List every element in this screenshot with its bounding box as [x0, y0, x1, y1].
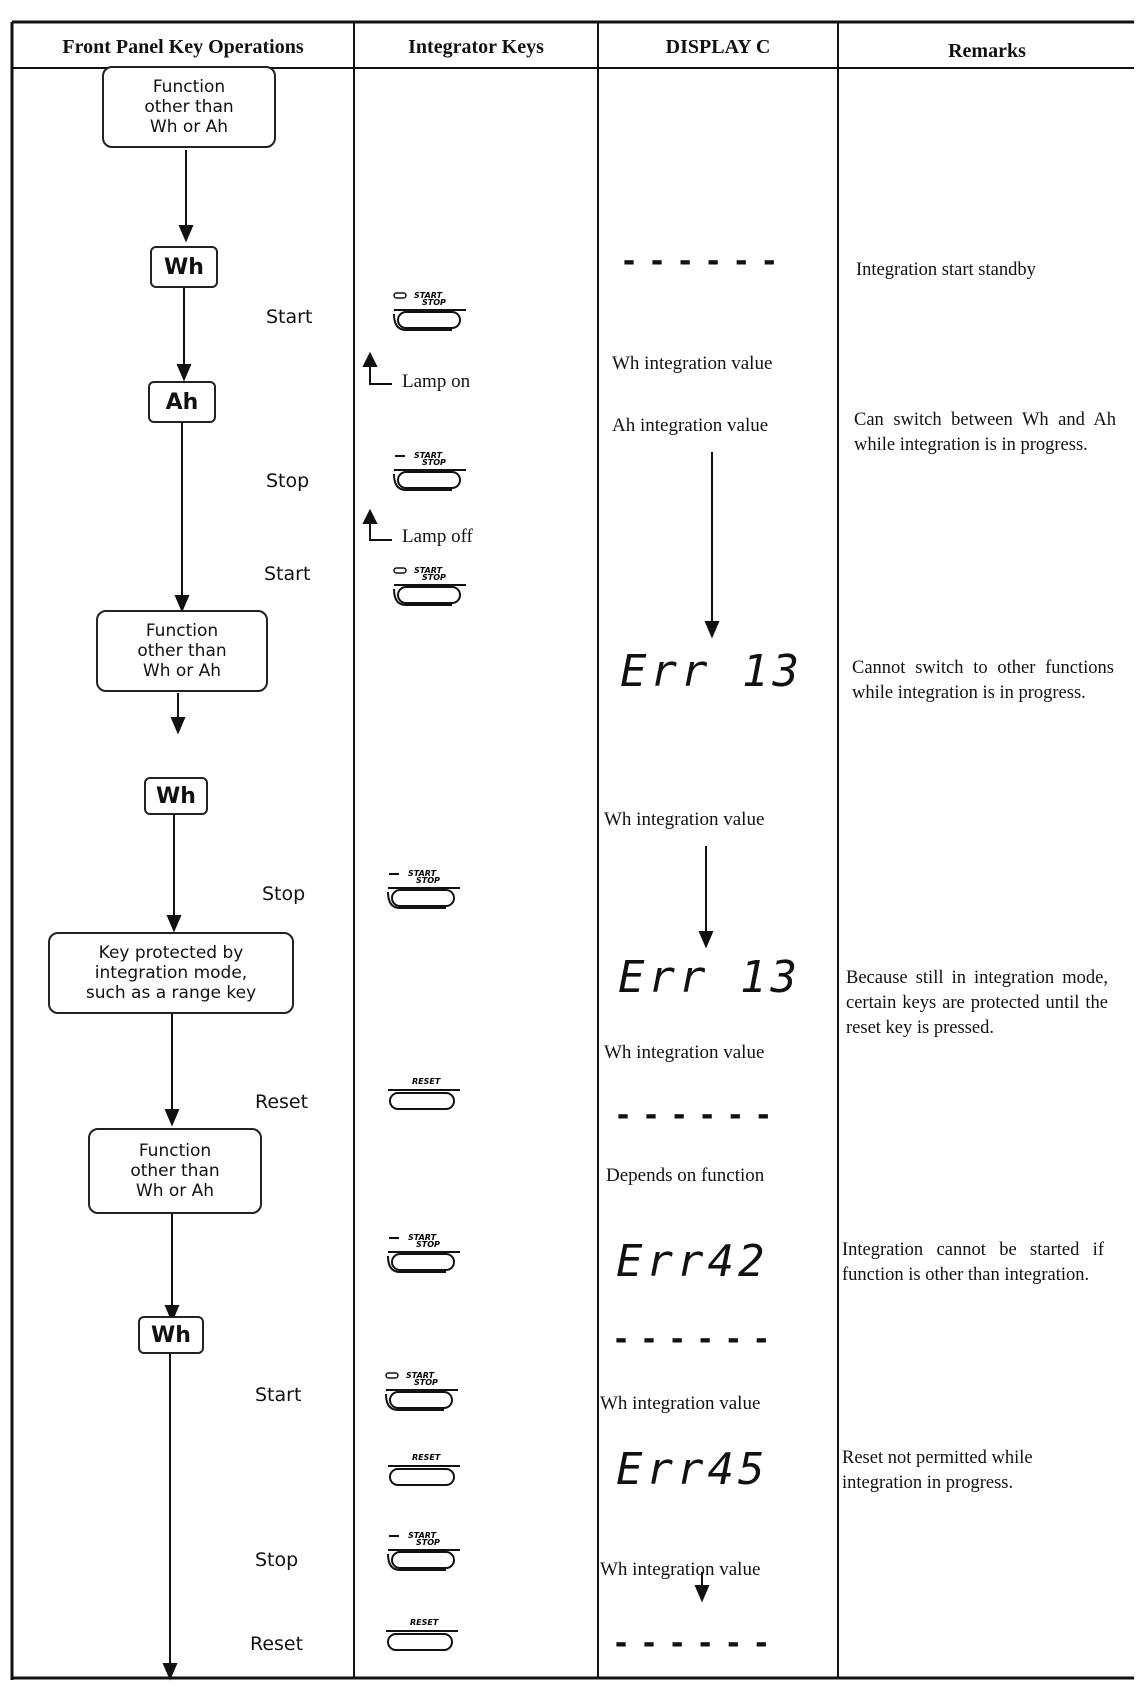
wh-key-box-1: Wh — [150, 246, 218, 288]
svg-text:STOP: STOP — [416, 876, 440, 885]
display-err45: Err45 — [616, 1444, 769, 1495]
start-stop-key-icon: START STOP — [387, 1531, 460, 1571]
display-ah-value: Ah integration value — [612, 415, 769, 436]
start-stop-key-icon: START STOP — [387, 869, 460, 909]
start-stop-key-icon: START STOP — [393, 451, 466, 491]
header-front-panel: Front Panel Key Operations — [62, 36, 304, 58]
header-remarks: Remarks — [948, 40, 1026, 62]
start-stop-key-icon: START STOP — [393, 291, 466, 331]
display-err13: Err 13 — [620, 646, 803, 697]
start-stop-key-icon: START STOP — [385, 1371, 458, 1411]
op-reset-1: Reset — [255, 1091, 309, 1113]
display-wh-value: Wh integration value — [604, 809, 765, 830]
display-dashes: ------ — [612, 1322, 781, 1357]
svg-text:START: START — [408, 1233, 437, 1242]
display-wh-value: Wh integration value — [604, 1042, 765, 1063]
svg-text:START: START — [408, 1531, 437, 1540]
svg-text:RESET: RESET — [412, 1453, 441, 1462]
op-stop-1: Stop — [266, 470, 310, 492]
display-dashes: ------ — [614, 1098, 783, 1133]
op-start-2: Start — [264, 563, 311, 585]
display-wh-value: Wh integration value — [600, 1393, 761, 1414]
svg-text:START: START — [408, 869, 437, 878]
start-stop-key-icon: START STOP — [387, 1233, 460, 1273]
svg-text:STOP: STOP — [416, 1538, 440, 1547]
reset-key-icon: RESET — [388, 1453, 460, 1486]
reset-key-icon: RESET — [388, 1077, 460, 1110]
display-err13: Err 13 — [618, 952, 801, 1003]
svg-text:START: START — [414, 291, 443, 300]
remark-cannot-switch: Cannot switch to other functions while i… — [852, 658, 1114, 703]
svg-text:RESET: RESET — [410, 1618, 439, 1627]
svg-text:START: START — [414, 451, 443, 460]
header-display-c: DISPLAY C — [665, 36, 771, 58]
start-stop-key-icon: START STOP — [393, 566, 466, 606]
op-reset-2: Reset — [250, 1633, 304, 1655]
remark-reset-not-permitted: Reset not permitted while integration in… — [842, 1448, 1033, 1493]
svg-text:STOP: STOP — [416, 1240, 440, 1249]
svg-text:STOP: STOP — [422, 573, 446, 582]
remark-standby: Integration start standby — [856, 260, 1036, 280]
function-box-1: Function other than Wh or Ah — [102, 66, 276, 148]
svg-text:START: START — [414, 566, 443, 575]
function-box-3: Function other than Wh or Ah — [88, 1128, 262, 1214]
protected-key-box: Key protected by integration mode, such … — [48, 932, 294, 1014]
display-wh-value: Wh integration value — [612, 353, 773, 374]
svg-text:STOP: STOP — [422, 458, 446, 467]
op-start-3: Start — [255, 1384, 302, 1406]
display-dashes: ------ — [620, 244, 789, 279]
wh-key-box-2: Wh — [144, 777, 208, 815]
reset-key-icon: RESET — [386, 1618, 458, 1651]
ah-key-box: Ah — [148, 381, 216, 423]
lamp-on-label: Lamp on — [402, 371, 471, 392]
display-depends: Depends on function — [606, 1165, 765, 1186]
header-integrator-keys: Integrator Keys — [408, 36, 544, 58]
op-start-1: Start — [266, 306, 313, 328]
op-stop-3: Stop — [255, 1549, 299, 1571]
remark-switch-wh-ah: Can switch between Wh and Ah while integ… — [854, 410, 1116, 455]
svg-text:START: START — [406, 1371, 435, 1380]
wh-key-box-3: Wh — [138, 1316, 204, 1354]
svg-text:RESET: RESET — [412, 1077, 441, 1086]
remark-cannot-start: Integration cannot be started if functio… — [842, 1240, 1104, 1285]
display-err42: Err42 — [616, 1236, 769, 1287]
remark-keys-protected: Because still in integration mode, certa… — [846, 968, 1108, 1038]
function-box-2: Function other than Wh or Ah — [96, 610, 268, 692]
svg-text:STOP: STOP — [414, 1378, 438, 1387]
display-wh-value: Wh integration value — [600, 1559, 761, 1580]
svg-text:STOP: STOP — [422, 298, 446, 307]
display-dashes: ------ — [612, 1626, 781, 1661]
op-stop-2: Stop — [262, 883, 306, 905]
lamp-off-label: Lamp off — [402, 526, 473, 547]
